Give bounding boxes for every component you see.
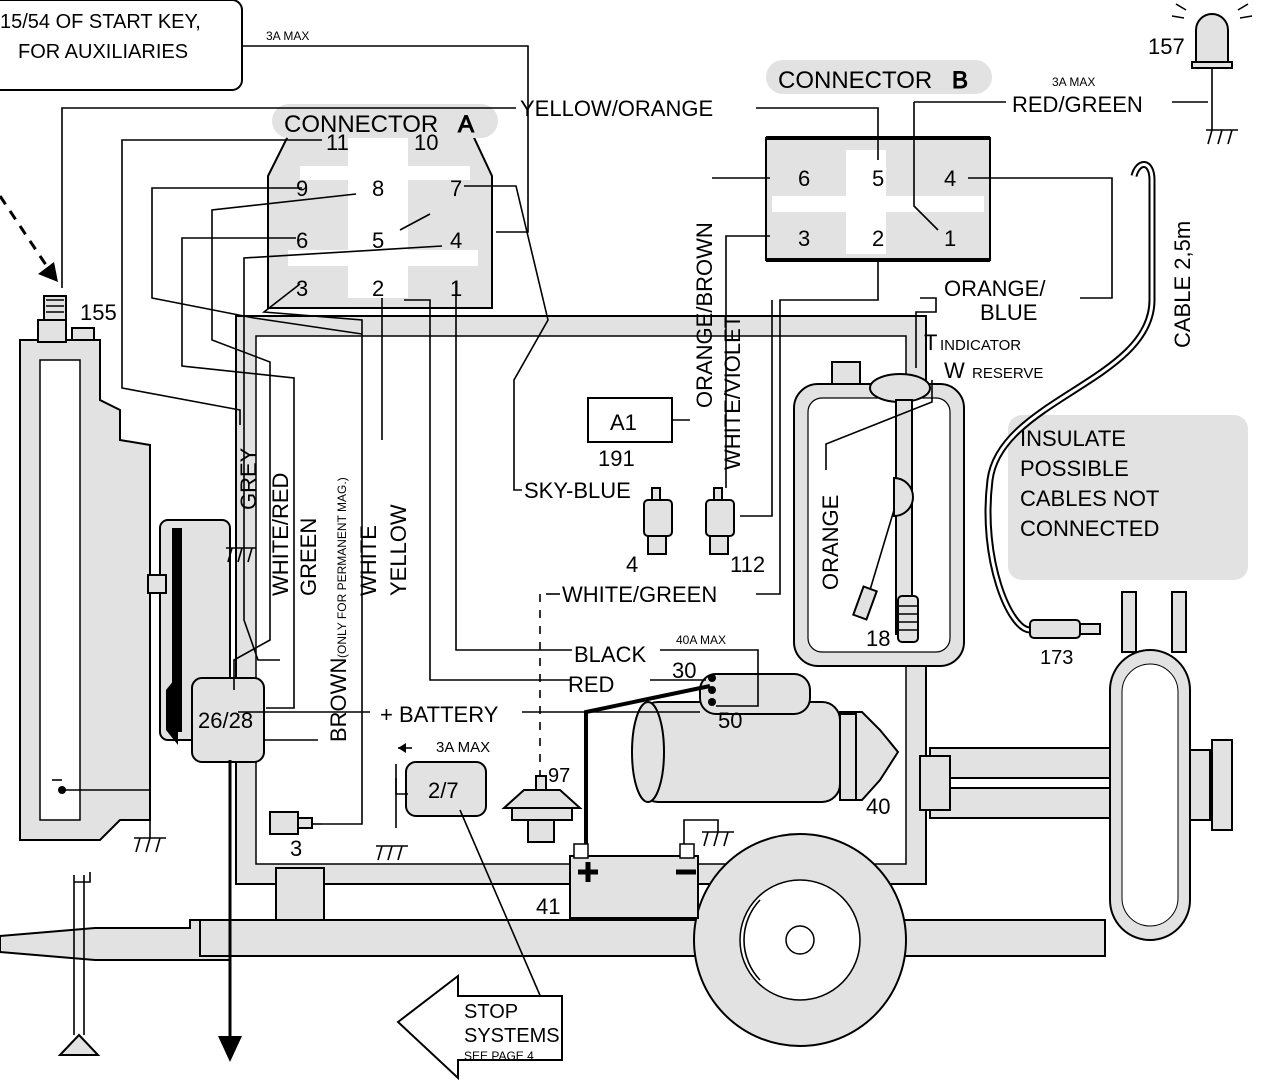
connector-a-pin: 2	[372, 276, 384, 301]
radiator	[19, 319, 151, 841]
component-18-label: 18	[866, 626, 890, 651]
component-4-label: 4	[626, 552, 638, 577]
connector-a-title-bg	[272, 104, 498, 138]
connector-b-title-bg	[766, 60, 992, 94]
wire-yellow-orange-label: YELLOW/ORANGE	[520, 96, 713, 121]
start-key-note-box	[0, 0, 243, 91]
start-key-note-line1: 15/54 OF START KEY,	[0, 11, 201, 33]
red-green-max-label: 3A MAX	[1052, 75, 1095, 89]
connector-b-title: CONNECTOR	[778, 67, 932, 94]
stop-systems-arrow[interactable]	[396, 973, 563, 1081]
wire-black-label: BLACK	[574, 642, 646, 667]
wire-red-label: RED	[568, 672, 614, 697]
aux-max-label: 3A MAX	[266, 29, 309, 43]
connector-a-title: CONNECTOR	[284, 111, 438, 138]
sensor-155	[43, 295, 67, 321]
reserve-w-label: W	[944, 358, 965, 383]
component-97-label: 97	[548, 765, 570, 787]
stop-systems-line2[interactable]: SYSTEMS	[464, 1025, 560, 1047]
connector-a-letter: A	[458, 111, 474, 138]
component-40-label: 40	[866, 794, 890, 819]
connector-b-pin: 2	[872, 226, 884, 251]
connector-b-pin: 6	[798, 166, 810, 191]
relay-2-7-box	[405, 761, 487, 817]
component-155-label: 155	[80, 300, 117, 325]
insulate-note-line: INSULATE	[1020, 426, 1126, 451]
wire-white-label: WHITE	[356, 525, 381, 596]
starter-motor	[631, 673, 900, 803]
a1-box	[587, 397, 673, 443]
start-key-note-line2: FOR AUXILIARIES	[18, 41, 188, 63]
wire-white-green-label: WHITE/GREEN	[562, 582, 717, 607]
connector-a-pin: 5	[372, 228, 384, 253]
connector-a-pin: 1	[450, 276, 462, 301]
connector-b-pin: 4	[944, 166, 956, 191]
wire-brown-label: BROWN	[326, 658, 351, 742]
ground-symbols	[134, 129, 1238, 861]
wire-red-green-label: RED/GREEN	[1012, 92, 1143, 117]
connector-b-pin: 3	[798, 226, 810, 251]
wire-white-violet-label: WHITE/VIOLET	[720, 315, 745, 470]
connector-b-pin: 1	[944, 226, 956, 251]
connector-a-pin: 8	[372, 176, 384, 201]
connector-a-pin: 3	[296, 276, 308, 301]
component-2-7-label: 2/7	[428, 778, 459, 803]
battery-label: + BATTERY	[380, 702, 499, 727]
component-191-label: 191	[598, 446, 635, 471]
terminal-30-label: 30	[672, 658, 696, 683]
reserve-label: RESERVE	[972, 365, 1043, 382]
relay-max-label: 3A MAX	[436, 739, 490, 756]
component-41-label: 41	[536, 894, 560, 919]
stop-systems-line1[interactable]: STOP	[464, 1001, 518, 1023]
indicator-t-label: T	[924, 330, 937, 355]
wire-orange-blue-label-2: BLUE	[980, 300, 1037, 325]
wire-white-red-label: WHITE/RED	[268, 473, 293, 596]
wire-orange-label: ORANGE	[818, 495, 843, 590]
fuel-tank	[793, 361, 965, 667]
connector-a-pin: 10	[414, 130, 438, 155]
battery	[569, 843, 699, 919]
stop-systems-see-page[interactable]: SEE PAGE 4	[464, 1049, 534, 1063]
terminal-50-label: 50	[718, 708, 742, 733]
connector-a-pin: 4	[450, 228, 462, 253]
component-3-label: 3	[290, 836, 302, 861]
wire-brown-note: (ONLY FOR PERMANENT MAG.)	[335, 477, 349, 658]
connector-a-pin: 7	[450, 176, 462, 201]
wire-orange-brown-label: ORANGE/BROWN	[692, 222, 717, 408]
component-157-label: 157	[1148, 34, 1185, 59]
black-max-label: 40A MAX	[676, 633, 726, 647]
wire-yellow-label: YELLOW	[386, 504, 411, 596]
alternator-26-28-box	[191, 677, 265, 763]
component-a1-label: A1	[610, 410, 637, 435]
connector-a-pin: 6	[296, 228, 308, 253]
indicator-label: INDICATOR	[940, 337, 1021, 354]
wires	[0, 3, 1253, 1062]
wire-green-label: GREEN	[296, 518, 321, 596]
insulate-note-line: CABLES NOT	[1020, 486, 1159, 511]
component-173-label: 173	[1040, 647, 1073, 669]
insulate-note-line: POSSIBLE	[1020, 456, 1129, 481]
connector-a-pin: 9	[296, 176, 308, 201]
component-112-label: 112	[730, 552, 765, 577]
wire-grey-label: GREY	[236, 447, 261, 510]
insulate-note-box	[1008, 415, 1248, 580]
connector-a-pin: 11	[326, 130, 349, 155]
connector-b-pin: 5	[872, 166, 884, 191]
insulate-note-line: CONNECTED	[1020, 516, 1159, 541]
wire-sky-blue-label: SKY-BLUE	[524, 478, 631, 503]
wire-orange-blue-label-1: ORANGE/	[944, 276, 1046, 301]
axle-assembly	[693, 591, 1233, 1047]
component-26-28-label: 26/28	[198, 708, 253, 733]
connector-b-letter: B	[952, 67, 968, 94]
cable-length-label: CABLE 2,5m	[1170, 221, 1195, 348]
